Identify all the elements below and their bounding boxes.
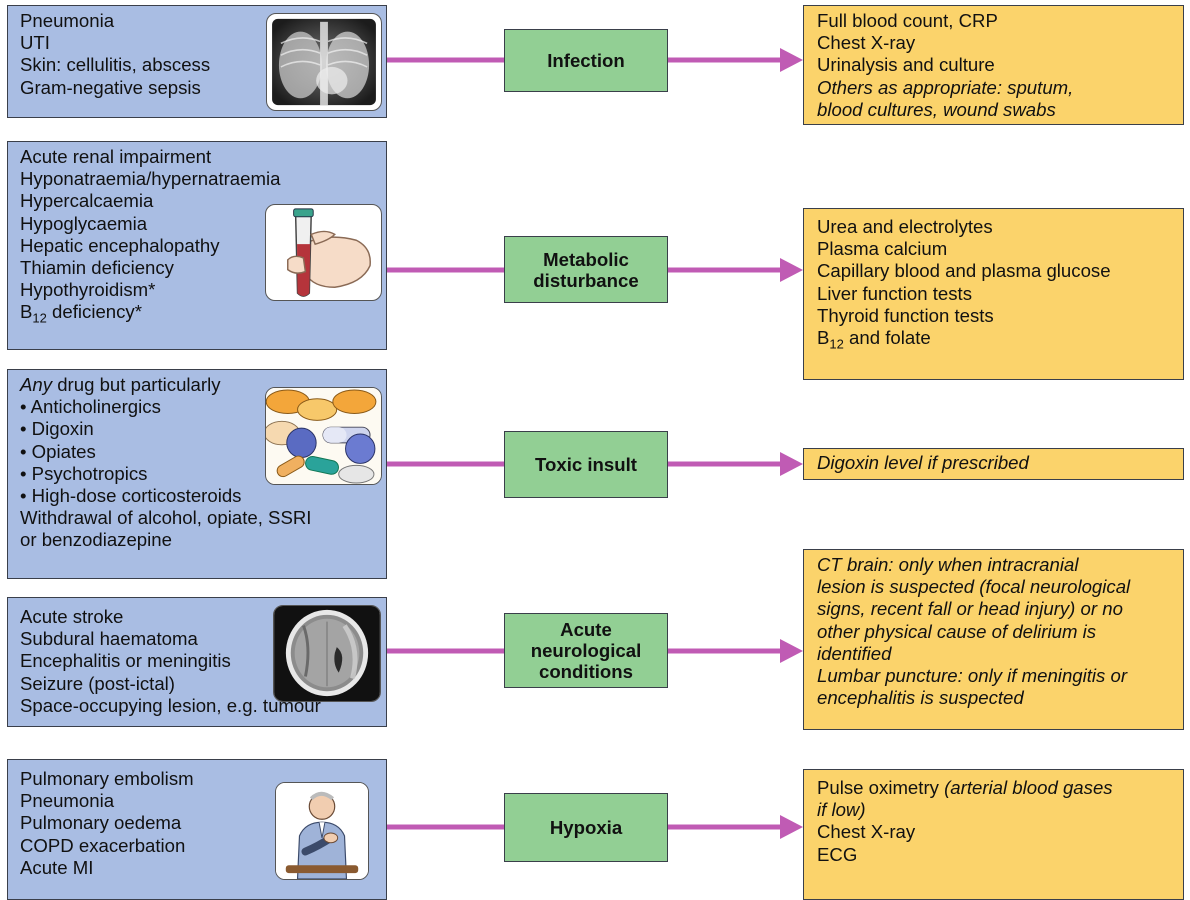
investigation-text: other physical cause of delirium is bbox=[817, 620, 1097, 642]
cause-text: Pneumonia bbox=[20, 790, 115, 812]
cause-text: Thiamin deficiency bbox=[20, 257, 174, 279]
cause-text: Encephalitis or meningitis bbox=[20, 650, 231, 672]
b12-subscript: 12 bbox=[32, 311, 47, 327]
investigation-text: Capillary blood and plasma glucose bbox=[817, 260, 1111, 282]
cause-text: • Opiates bbox=[20, 440, 96, 462]
arrowhead-hypoxia bbox=[780, 815, 803, 839]
investigation-text: Plasma calcium bbox=[817, 238, 948, 260]
investigation-text: signs, recent fall or head injury) or no bbox=[817, 598, 1123, 620]
drug-capsules-image bbox=[265, 387, 382, 485]
cause-text: Hypercalcaemia bbox=[20, 190, 154, 212]
cause-text: • High-dose corticosteroids bbox=[20, 485, 242, 507]
cause-text: Hypothyroidism* bbox=[20, 279, 156, 301]
category-label: disturbance bbox=[533, 269, 639, 291]
arrowhead-neurological bbox=[780, 639, 803, 663]
investigation-text-head: Pulse oximetry bbox=[817, 777, 945, 798]
category-hypoxia: Hypoxia bbox=[504, 793, 668, 862]
capsules-icon bbox=[266, 388, 381, 484]
cause-text: • Digoxin bbox=[20, 418, 94, 440]
category-label: Toxic insult bbox=[535, 454, 637, 475]
cause-text: Pneumonia bbox=[20, 10, 115, 31]
cause-text: UTI bbox=[20, 32, 50, 54]
investigation-text: Urinalysis and culture bbox=[817, 54, 995, 76]
neurological-investigations-box: CT brain: only when intracranial lesion … bbox=[803, 549, 1184, 730]
b12-subscript: 12 bbox=[829, 336, 844, 352]
cause-text: • Anticholinergics bbox=[20, 396, 161, 418]
metabolic-investigations-box: Urea and electrolytes Plasma calcium Cap… bbox=[803, 208, 1184, 380]
ct-scan-icon bbox=[274, 606, 380, 701]
category-label: Hypoxia bbox=[549, 817, 623, 838]
cause-text: Hepatic encephalopathy bbox=[20, 234, 220, 256]
category-label: Infection bbox=[547, 50, 625, 71]
chest-xray-image bbox=[266, 13, 382, 111]
investigation-text: Urea and electrolytes bbox=[817, 216, 993, 237]
infection-investigations-box: Full blood count, CRP Chest X-ray Urinal… bbox=[803, 5, 1184, 125]
category-label: conditions bbox=[538, 661, 633, 682]
cause-text: Withdrawal of alcohol, opiate, SSRI bbox=[20, 507, 312, 529]
category-infection: Infection bbox=[504, 29, 668, 92]
investigation-text: Pulse oximetry (arterial blood gases bbox=[817, 777, 1170, 799]
investigation-text: ECG bbox=[817, 843, 858, 865]
investigation-note: if low) bbox=[817, 799, 866, 821]
cause-text: Space-occupying lesion, e.g. tumour bbox=[20, 694, 321, 716]
hypoxia-investigations-box: Pulse oximetry (arterial blood gases if … bbox=[803, 769, 1184, 900]
cause-text: Pulmonary oedema bbox=[20, 812, 182, 834]
investigation-text: Chest X-ray bbox=[817, 32, 916, 54]
cause-text: Pulmonary embolism bbox=[20, 768, 194, 789]
cause-text: COPD exacerbation bbox=[20, 834, 186, 856]
investigation-text: B12 and folate bbox=[817, 327, 1170, 356]
cause-text: Gram-negative sepsis bbox=[20, 76, 201, 98]
chest-xray-icon bbox=[272, 18, 376, 106]
b-letter: B bbox=[817, 327, 830, 349]
metabolic-causes-box: Acute renal impairment Hyponatraemia/hyp… bbox=[7, 141, 387, 350]
arrowhead-toxic bbox=[780, 452, 803, 476]
arrowhead-metabolic bbox=[780, 258, 803, 282]
category-label: Acute bbox=[560, 619, 612, 640]
investigation-text: blood cultures, wound swabs bbox=[817, 98, 1056, 120]
investigation-text: Lumbar puncture: only if meningitis or bbox=[817, 665, 1128, 687]
toxic-investigations-box: Digoxin level if prescribed bbox=[803, 448, 1184, 480]
investigation-text: Liver function tests bbox=[817, 282, 973, 304]
investigation-text-tail: and folate bbox=[843, 327, 931, 349]
category-label: Metabolic bbox=[543, 248, 629, 270]
cause-text-tail: drug but particularly bbox=[52, 374, 221, 395]
man-clutching-chest-icon bbox=[276, 783, 368, 879]
investigation-text: Chest X-ray bbox=[817, 821, 916, 843]
man-chest-pain-image bbox=[275, 782, 369, 880]
investigation-text: encephalitis is suspected bbox=[817, 687, 1024, 709]
ct-brain-scan-image bbox=[273, 605, 381, 702]
blood-test-tube-image bbox=[265, 204, 382, 301]
cause-text: • Psychotropics bbox=[20, 462, 148, 484]
cause-text: Seizure (post-ictal) bbox=[20, 672, 175, 694]
category-neurological: Acute neurological conditions bbox=[504, 613, 668, 688]
investigation-text: Others as appropriate: sputum, bbox=[817, 76, 1074, 98]
cause-text: Hypoglycaemia bbox=[20, 212, 148, 234]
investigation-note: (arterial blood gases bbox=[944, 777, 1113, 798]
arrowhead-infection bbox=[780, 48, 803, 72]
category-label: neurological bbox=[530, 640, 642, 661]
cause-text: Hyponatraemia/hypernatraemia bbox=[20, 168, 281, 190]
cause-text: Skin: cellulitis, abscess bbox=[20, 54, 211, 76]
cause-text: or benzodiazepine bbox=[20, 529, 172, 551]
cause-text: Any drug but particularly bbox=[20, 374, 374, 396]
cause-text: Acute renal impairment bbox=[20, 146, 212, 167]
investigation-text: identified bbox=[817, 642, 892, 664]
cause-text: Subdural haematoma bbox=[20, 628, 198, 650]
cause-text-tail: deficiency* bbox=[46, 301, 142, 323]
investigation-text: lesion is suspected (focal neurological bbox=[817, 576, 1131, 598]
category-toxic: Toxic insult bbox=[504, 431, 668, 498]
investigation-text: Thyroid function tests bbox=[817, 304, 994, 326]
test-tube-icon bbox=[287, 208, 371, 297]
investigation-text: Digoxin level if prescribed bbox=[817, 452, 1029, 473]
investigation-text: Full blood count, CRP bbox=[817, 10, 998, 31]
cause-text: Acute MI bbox=[20, 856, 94, 878]
investigation-text: CT brain: only when intracranial bbox=[817, 554, 1079, 575]
category-metabolic: Metabolic disturbance bbox=[504, 236, 668, 303]
any-emphasis: Any bbox=[20, 374, 53, 395]
cause-text: Acute stroke bbox=[20, 606, 124, 627]
cause-text: B12 deficiency* bbox=[20, 301, 374, 330]
b-letter: B bbox=[20, 301, 33, 323]
